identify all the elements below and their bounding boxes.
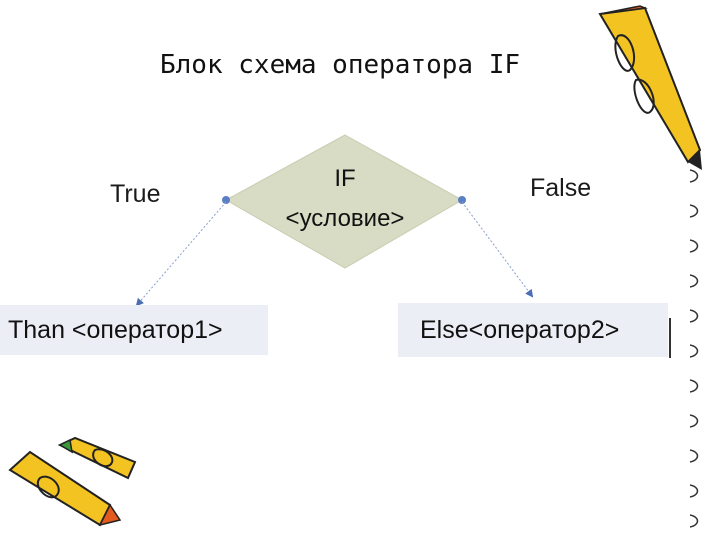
page-title: Блок схема оператора IF — [160, 50, 521, 80]
true-label: True — [110, 180, 161, 208]
pencils-icon — [8, 436, 137, 527]
condition-keyword: IF — [334, 165, 356, 192]
right-connector-dot — [458, 196, 466, 204]
true-connector — [135, 201, 227, 307]
left-connector-dot — [222, 196, 230, 204]
else-box-text: Else<оператор2> — [420, 315, 620, 344]
then-box[interactable]: Than <оператор1> — [0, 305, 268, 355]
false-label: False — [530, 174, 592, 202]
pencil-icon — [598, 5, 702, 170]
condition-text: <условие> — [285, 205, 405, 232]
false-connector — [461, 201, 534, 298]
else-box[interactable]: Else<оператор2> — [398, 303, 668, 357]
notebook-spiral-icon — [689, 169, 699, 528]
condition-diamond[interactable] — [224, 134, 464, 269]
then-box-text: Than <оператор1> — [8, 315, 223, 344]
